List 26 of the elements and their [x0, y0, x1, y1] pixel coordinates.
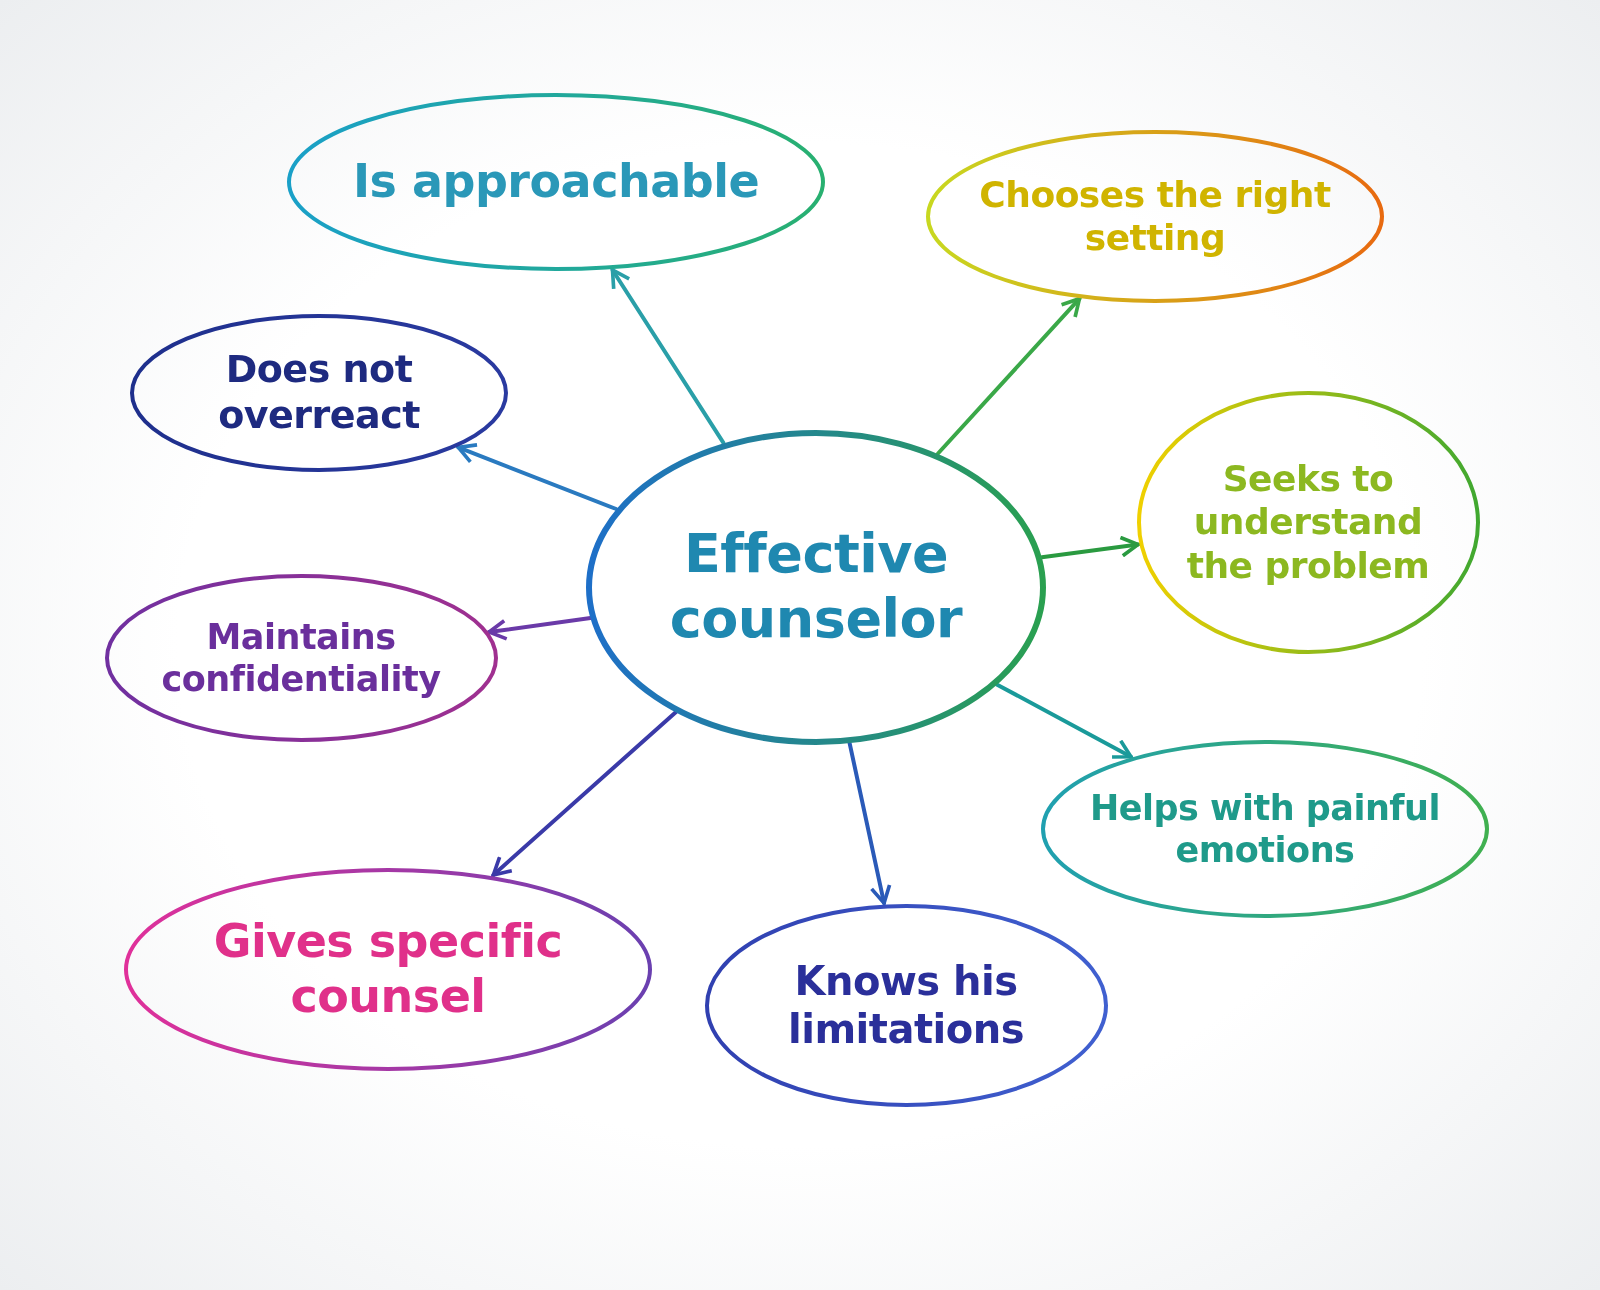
node-label: Knows his limitations: [787, 957, 1025, 1053]
arrow: [456, 443, 619, 511]
node-label: Is approachable: [352, 154, 760, 210]
arrow: [1039, 535, 1140, 560]
node-label: Maintains confidentiality: [160, 616, 442, 700]
node-label: Effective counselor: [668, 522, 964, 652]
ellipse-node: [703, 902, 1109, 1108]
ellipse-node: [129, 313, 509, 473]
ellipse-node: [103, 573, 499, 743]
node-label: Gives specific counsel: [212, 913, 564, 1025]
ellipse-node: [1040, 739, 1490, 919]
arrow: [847, 740, 892, 906]
ellipse-node: [586, 429, 1046, 745]
arrow: [994, 682, 1133, 759]
node-label: Chooses the right setting: [978, 172, 1332, 260]
ellipse-node: [925, 128, 1385, 304]
node-label: Does not overreact: [217, 347, 421, 439]
arrow: [487, 616, 593, 641]
arrow: [610, 268, 726, 445]
arrow: [491, 709, 678, 877]
ellipse-node: [286, 92, 826, 272]
arrow: [936, 296, 1082, 456]
ellipse-node: [123, 866, 653, 1072]
ellipse-node: [1135, 389, 1481, 655]
node-label: Seeks to understand the problem: [1185, 457, 1431, 587]
node-label: Helps with painful emotions: [1089, 787, 1441, 871]
